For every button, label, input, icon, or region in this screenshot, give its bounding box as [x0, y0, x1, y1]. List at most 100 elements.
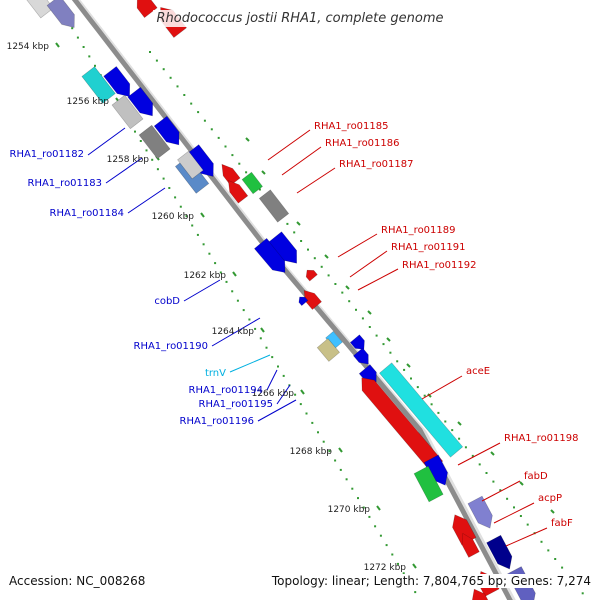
gene-feature-33[interactable] — [457, 531, 480, 558]
right-label-leader — [296, 167, 336, 194]
scale-tick-mark — [490, 451, 495, 456]
gene-feature-4[interactable] — [81, 66, 116, 104]
gene-feature-29[interactable] — [423, 454, 452, 489]
left-gene-label[interactable]: trnV — [205, 368, 226, 379]
scale-dot — [299, 403, 302, 406]
scale-dot — [231, 154, 234, 157]
scale-tick-mark — [519, 481, 524, 486]
gene-feature-3[interactable] — [154, 2, 187, 38]
scale-dot — [219, 271, 222, 274]
gene-feature-31[interactable] — [467, 495, 497, 532]
left-gene-label[interactable]: cobD — [154, 296, 180, 307]
right-gene-label[interactable]: fabF — [551, 518, 573, 529]
gene-feature-24-shape — [349, 334, 365, 350]
gene-feature-6-shape — [111, 94, 144, 130]
scale-dot — [254, 327, 257, 330]
scale-dot — [277, 365, 279, 368]
gene-feature-18[interactable] — [268, 231, 303, 269]
gene-feature-0[interactable] — [23, 0, 54, 19]
left-gene-label[interactable]: RHA1_ro01184 — [50, 208, 125, 219]
scale-dot — [145, 149, 148, 152]
scale-dot — [149, 51, 151, 53]
gene-feature-1[interactable] — [46, 0, 80, 32]
scale-tick-mark — [550, 509, 555, 514]
scale-dot — [328, 450, 331, 453]
scale-dot — [236, 299, 239, 302]
right-gene-label[interactable]: RHA1_ro01187 — [339, 159, 414, 170]
scale-dot — [185, 215, 188, 218]
gene-feature-30[interactable] — [413, 465, 444, 503]
right-label-leader — [349, 250, 388, 278]
gene-feature-20[interactable] — [299, 286, 322, 310]
gene-feature-4-shape — [81, 66, 116, 104]
gene-feature-14[interactable] — [241, 171, 263, 195]
scale-dot — [396, 360, 399, 363]
gene-feature-19[interactable] — [303, 267, 318, 282]
scale-dot — [382, 343, 385, 346]
scale-tick-mark — [245, 137, 250, 142]
gene-feature-12[interactable] — [177, 150, 204, 180]
left-gene-label[interactable]: RHA1_ro01182 — [10, 149, 85, 160]
gene-feature-21-shape — [298, 296, 309, 307]
right-gene-label[interactable]: aceE — [466, 366, 490, 377]
scale-dot — [203, 119, 206, 122]
right-label-leader — [421, 375, 463, 400]
left-gene-label[interactable]: RHA1_ro01195 — [199, 399, 274, 410]
gene-feature-28-shape — [379, 362, 464, 458]
right-gene-label[interactable]: fabD — [524, 471, 548, 482]
right-gene-label[interactable]: acpP — [538, 493, 562, 504]
scale-dot — [471, 454, 474, 457]
scale-dot — [294, 393, 297, 396]
gene-feature-28[interactable] — [379, 362, 464, 458]
right-gene-label[interactable]: RHA1_ro01191 — [391, 242, 466, 253]
gene-feature-8[interactable] — [138, 124, 171, 160]
left-gene-label[interactable]: RHA1_ro01183 — [28, 178, 103, 189]
right-label-leader — [457, 442, 501, 466]
scale-dot — [300, 240, 303, 242]
gene-feature-7-shape — [127, 86, 153, 117]
gene-feature-15[interactable] — [224, 177, 249, 204]
scale-dot — [197, 111, 200, 114]
scale-tick-label: 1260 kbp — [152, 212, 195, 222]
scale-dot — [155, 59, 158, 62]
gene-feature-25[interactable] — [353, 347, 372, 368]
scale-dot — [526, 523, 529, 526]
scale-dot — [506, 497, 509, 500]
gene-feature-16[interactable] — [258, 189, 290, 223]
scale-dot — [217, 136, 220, 139]
left-label-leader — [276, 384, 291, 405]
left-gene-label[interactable]: RHA1_ro01194 — [189, 385, 264, 396]
gene-feature-20-shape — [303, 289, 322, 310]
gene-feature-2[interactable] — [131, 0, 158, 19]
scale-dot — [341, 291, 344, 294]
gene-feature-21[interactable] — [297, 294, 309, 307]
right-gene-label[interactable]: RHA1_ro01186 — [325, 138, 400, 149]
gene-feature-9[interactable] — [153, 115, 185, 150]
scale-dot — [334, 459, 337, 462]
gene-feature-33-shape — [461, 532, 480, 558]
gene-feature-34[interactable] — [486, 534, 517, 573]
scale-dot — [458, 437, 461, 440]
right-gene-label[interactable]: RHA1_ro01185 — [314, 121, 389, 132]
genome-summary-label: Topology: linear; Length: 7,804,765 bp; … — [271, 574, 591, 588]
scale-dot — [179, 205, 182, 208]
left-gene-label[interactable]: RHA1_ro01196 — [180, 416, 255, 427]
scale-dot — [478, 463, 481, 466]
scale-dot — [169, 76, 172, 79]
right-gene-label[interactable]: RHA1_ro01198 — [504, 433, 579, 444]
gene-feature-25-shape — [353, 347, 369, 365]
scale-dot — [519, 515, 522, 517]
gene-feature-7[interactable] — [127, 86, 159, 121]
gene-feature-6[interactable] — [111, 94, 144, 130]
scale-dot — [190, 102, 193, 105]
right-gene-label[interactable]: RHA1_ro01189 — [381, 225, 456, 236]
gene-feature-23[interactable] — [316, 338, 340, 362]
right-gene-label[interactable]: RHA1_ro01192 — [402, 260, 477, 271]
left-label-leader — [87, 127, 126, 156]
gene-feature-5[interactable] — [103, 66, 136, 101]
scale-tick-mark — [261, 170, 266, 175]
scale-dot — [414, 591, 417, 594]
gene-feature-24[interactable] — [349, 334, 368, 353]
left-gene-label[interactable]: RHA1_ro01190 — [134, 341, 209, 352]
